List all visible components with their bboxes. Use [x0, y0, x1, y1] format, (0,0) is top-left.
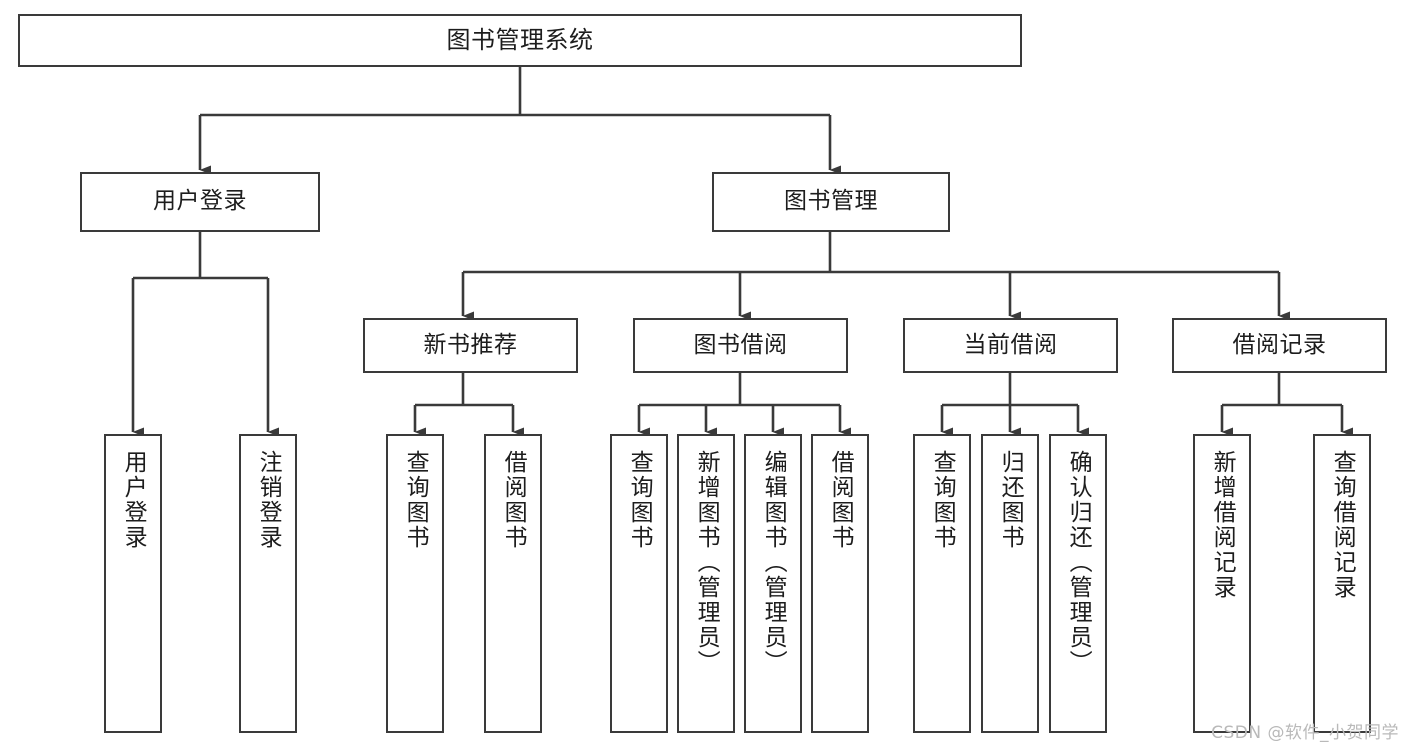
- node-leaf-user-login[interactable]: 用户登录: [104, 434, 162, 733]
- node-leaf-return-book-label: 归还图书: [997, 450, 1024, 550]
- node-current-borrow[interactable]: 当前借阅: [903, 318, 1118, 373]
- node-root-label: 图书管理系统: [446, 26, 594, 55]
- node-root-system[interactable]: 图书管理系统: [18, 14, 1022, 67]
- node-leaf-logout[interactable]: 注销登录: [239, 434, 297, 733]
- node-leaf-borrow-book-label: 借阅图书: [827, 450, 854, 550]
- node-leaf-logout-label: 注销登录: [255, 450, 282, 550]
- node-leaf-query-book-recommend[interactable]: 查询图书: [386, 434, 444, 733]
- node-leaf-return-book[interactable]: 归还图书: [981, 434, 1039, 733]
- node-book-borrow[interactable]: 图书借阅: [633, 318, 848, 373]
- node-book-borrow-label: 图书借阅: [693, 331, 788, 358]
- node-leaf-query-book-current-label: 查询图书: [929, 450, 956, 550]
- node-borrow-record[interactable]: 借阅记录: [1172, 318, 1387, 373]
- node-leaf-add-book-admin[interactable]: 新增图书（管理员）: [677, 434, 735, 733]
- node-book-management[interactable]: 图书管理: [712, 172, 950, 232]
- node-borrow-record-label: 借阅记录: [1232, 331, 1327, 358]
- node-leaf-add-borrow-record[interactable]: 新增借阅记录: [1193, 434, 1251, 733]
- node-current-borrow-label: 当前借阅: [963, 331, 1058, 358]
- node-user-login-label: 用户登录: [153, 188, 247, 215]
- node-leaf-query-book-recommend-label: 查询图书: [402, 450, 429, 550]
- node-leaf-query-book-borrow[interactable]: 查询图书: [610, 434, 668, 733]
- node-leaf-add-borrow-record-label: 新增借阅记录: [1209, 450, 1236, 600]
- node-leaf-confirm-return-admin[interactable]: 确认归还（管理员）: [1049, 434, 1107, 733]
- node-leaf-borrow-book-recommend[interactable]: 借阅图书: [484, 434, 542, 733]
- node-leaf-borrow-book[interactable]: 借阅图书: [811, 434, 869, 733]
- node-leaf-query-borrow-record-label: 查询借阅记录: [1329, 450, 1356, 600]
- node-leaf-query-book-current[interactable]: 查询图书: [913, 434, 971, 733]
- node-leaf-query-borrow-record[interactable]: 查询借阅记录: [1313, 434, 1371, 733]
- node-new-book-recommend-label: 新书推荐: [423, 331, 518, 358]
- node-leaf-confirm-return-admin-label: 确认归还（管理员）: [1065, 450, 1092, 675]
- node-leaf-user-login-label: 用户登录: [120, 450, 147, 550]
- node-leaf-query-book-borrow-label: 查询图书: [626, 450, 653, 550]
- node-new-book-recommend[interactable]: 新书推荐: [363, 318, 578, 373]
- node-user-login[interactable]: 用户登录: [80, 172, 320, 232]
- node-leaf-edit-book-admin-label: 编辑图书（管理员）: [760, 450, 787, 675]
- node-leaf-borrow-book-recommend-label: 借阅图书: [500, 450, 527, 550]
- csdn-watermark: CSDN @软件_小贺同学: [1211, 723, 1399, 743]
- node-leaf-add-book-admin-label: 新增图书（管理员）: [693, 450, 720, 675]
- node-book-management-label: 图书管理: [784, 188, 878, 215]
- node-leaf-edit-book-admin[interactable]: 编辑图书（管理员）: [744, 434, 802, 733]
